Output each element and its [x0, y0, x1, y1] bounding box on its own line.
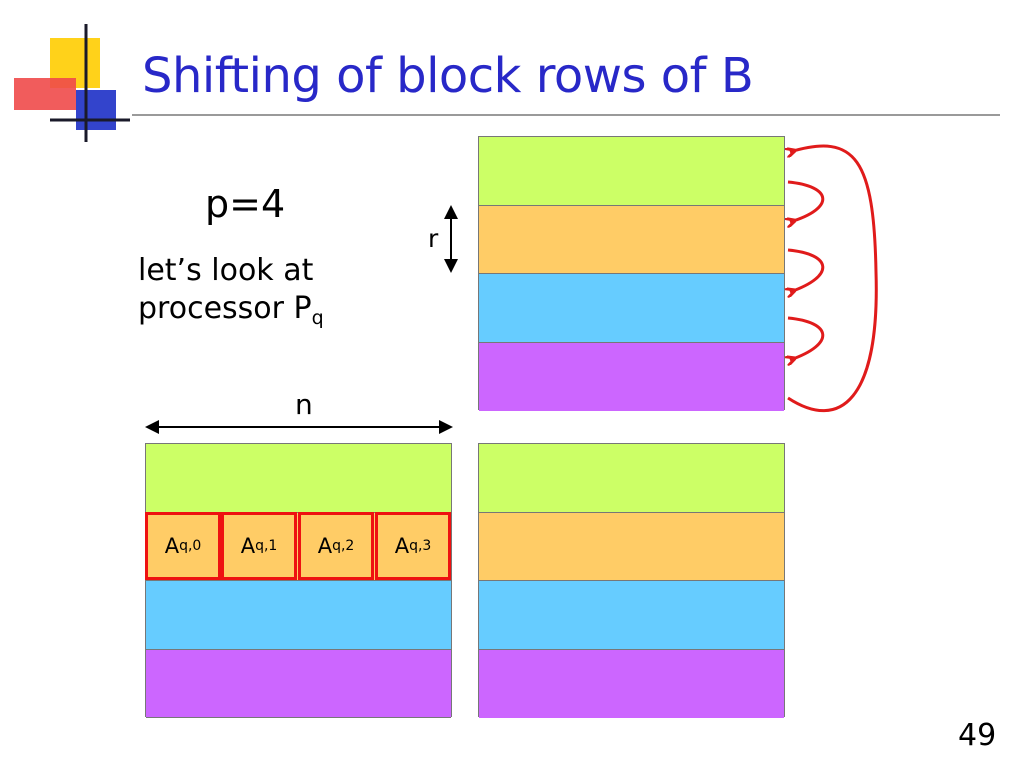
a-block-3-base: A [394, 534, 410, 558]
processor-count-label: p=4 [205, 182, 286, 226]
matrix-width-label: n [295, 388, 313, 421]
matrix-c [478, 443, 785, 718]
title-divider [132, 114, 1000, 116]
a-block-0-sub: q,0 [179, 538, 202, 554]
wraparound-arrow-icon [788, 144, 878, 413]
description-line-2: processor Pq [138, 290, 324, 337]
shift-arrow-icon-2 [788, 248, 825, 292]
a-block-3-sub: q,3 [409, 538, 432, 554]
decorative-logo-icon [14, 24, 130, 142]
a-block-1-base: A [240, 534, 256, 558]
matrix-c-row-3 [479, 649, 784, 718]
processor-subscript: q [311, 307, 324, 329]
matrix-b-row-1 [479, 205, 784, 274]
block-height-label: r [428, 224, 439, 253]
matrix-a-row-0 [146, 444, 451, 513]
matrix-a-row-3 [146, 649, 451, 718]
shift-arrow-icon-3 [788, 316, 825, 360]
matrix-b-row-2 [479, 274, 784, 343]
shift-arrow-icon-1 [788, 180, 825, 222]
slide-title: Shifting of block rows of B [142, 48, 754, 104]
shift-arrows [788, 144, 878, 413]
matrix-a-row-2 [146, 581, 451, 650]
description-text: let’s look at processor Pq [138, 252, 324, 337]
matrix-b [478, 136, 785, 411]
matrix-b-row-3 [479, 342, 784, 411]
a-block-2-sub: q,2 [332, 538, 355, 554]
a-block-2-base: A [317, 534, 333, 558]
matrix-c-row-1 [479, 512, 784, 581]
matrix-c-row-0 [479, 444, 784, 513]
description-line-2-text: processor P [138, 291, 312, 326]
page-number: 49 [958, 718, 997, 753]
description-line-1: let’s look at [138, 253, 314, 288]
a-block-1-sub: q,1 [255, 538, 278, 554]
a-block-0-base: A [164, 534, 180, 558]
matrix-b-row-0 [479, 137, 784, 206]
matrix-c-row-2 [479, 581, 784, 650]
